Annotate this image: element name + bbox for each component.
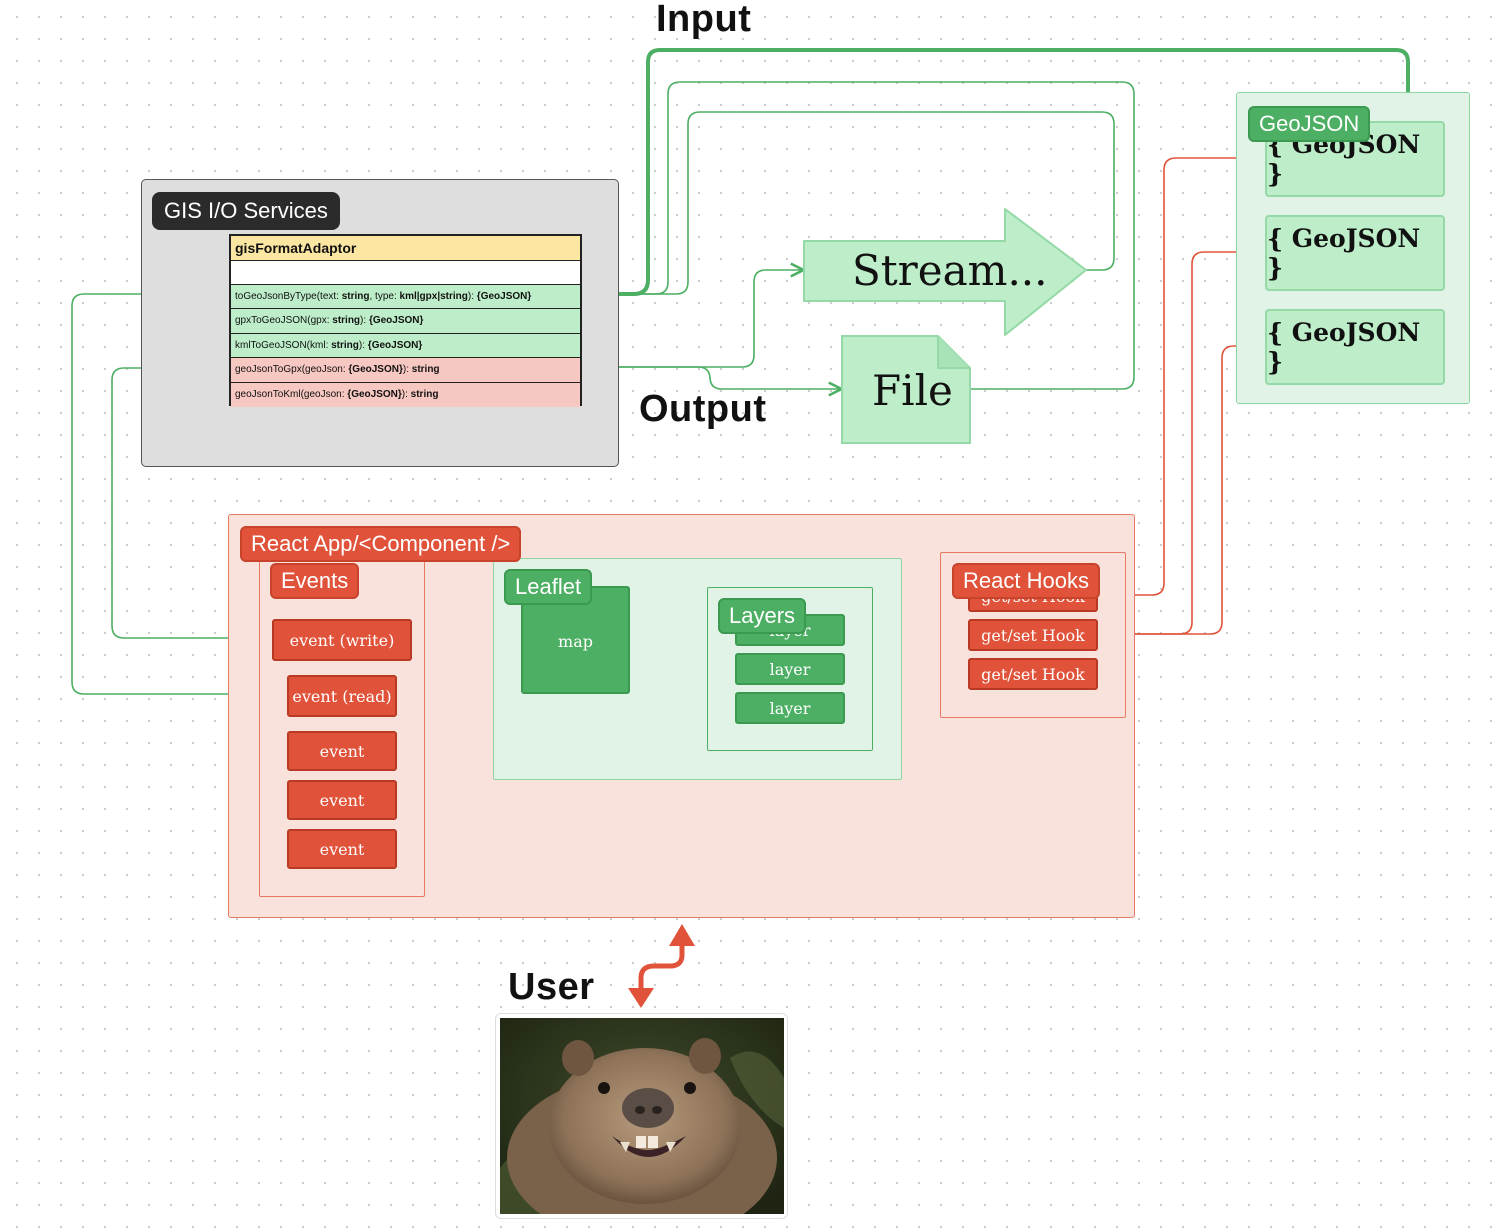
event-item[interactable]: event — [287, 780, 397, 820]
output-line-file — [580, 366, 840, 389]
hooks-group — [940, 552, 1126, 718]
method-text: , type: — [369, 291, 400, 302]
method-text: ): — [402, 364, 412, 376]
geojson-item-2: { GeoJSON } — [1265, 215, 1445, 291]
method-type: {GeoJSON} — [348, 364, 403, 376]
gis-format-adaptor: gisFormatAdaptor toGeoJsonByType(text: s… — [229, 234, 582, 407]
event-item[interactable]: event — [287, 731, 397, 771]
user-arrow-head-up — [669, 924, 695, 946]
method-text: toGeoJsonByType(text: — [235, 291, 342, 302]
user-arrow-head-down — [628, 988, 654, 1008]
method-text: kmlToGeoJSON(kml: — [235, 339, 332, 351]
stream-arrow-shape — [803, 208, 1087, 336]
method-text: geoJsonToKml(geoJson: — [235, 388, 348, 400]
event-write[interactable]: event (write) — [272, 619, 412, 661]
method-text: geoJsonToGpx(geoJson: — [235, 364, 349, 376]
layer-item[interactable]: layer — [735, 692, 845, 724]
file-label: File — [872, 366, 953, 415]
geojson-hook-line-1 — [1096, 157, 1264, 602]
adaptor-title: gisFormatAdaptor — [231, 236, 580, 260]
react-app-container: event (write) event (read) event event e… — [228, 514, 1135, 918]
events-title: Events — [270, 563, 360, 599]
event-read[interactable]: event (read) — [287, 675, 397, 717]
method-text: ): — [358, 339, 368, 351]
stream-label: Stream... — [852, 246, 1048, 295]
geojson-hook-line-3 — [1098, 345, 1264, 635]
event-read-line — [71, 294, 287, 695]
file-shape — [841, 335, 971, 444]
method-text: ): — [467, 291, 477, 302]
gis-services-container: GIS I/O Services gisFormatAdaptor toGeoJ… — [141, 179, 619, 467]
geojson-item-3: { GeoJSON } — [1265, 309, 1445, 385]
gis-services-title: GIS I/O Services — [152, 192, 340, 230]
input-line-file — [600, 81, 1135, 390]
adaptor-attributes — [231, 260, 580, 284]
hooks-title: React Hooks — [952, 563, 1100, 599]
method-type: {GeoJSON} — [368, 315, 424, 327]
hook-item[interactable]: get/set Hook — [968, 658, 1098, 690]
output-label: Output — [639, 388, 767, 430]
method-type: string — [410, 388, 439, 400]
adaptor-method-row: gpxToGeoJSON(gpx: string): {GeoJSON} — [231, 308, 580, 334]
layer-item[interactable]: layer — [735, 653, 845, 685]
wombat-image — [500, 1018, 784, 1228]
layers-title: Layers — [718, 598, 807, 634]
user-photo-frame — [495, 1013, 788, 1228]
output-line-stream — [580, 270, 802, 368]
user-double-arrow — [638, 940, 685, 992]
input-line-top — [576, 48, 1410, 310]
method-type: {GeoJSON} — [347, 388, 402, 400]
geojson-container: { GeoJSON } { GeoJSON } { GeoJSON } GeoJ… — [1236, 92, 1470, 404]
event-item[interactable]: event — [287, 829, 397, 869]
input-line-stream — [600, 111, 1115, 295]
method-text: ): — [360, 315, 369, 327]
adaptor-method-row: toGeoJsonByType(text: string, type: kml|… — [231, 284, 580, 309]
method-type: string — [332, 315, 361, 327]
method-text: gpxToGeoJSON(gpx: — [235, 315, 333, 327]
adaptor-method-row: geoJsonToKml(geoJson: {GeoJSON}): string — [231, 381, 580, 407]
method-type: {GeoJSON} — [476, 291, 532, 302]
react-app-title: React App/<Component /> — [240, 526, 522, 562]
method-text: ): — [401, 388, 411, 400]
method-type: {GeoJSON} — [367, 339, 423, 351]
geojson-title: GeoJSON — [1248, 106, 1371, 142]
adaptor-method-row: geoJsonToGpx(geoJson: {GeoJSON}): string — [231, 357, 580, 383]
method-type: string — [341, 291, 370, 302]
method-type: string — [331, 339, 359, 351]
hook-item[interactable]: get/set Hook — [968, 619, 1098, 651]
user-label: User — [508, 966, 595, 1008]
adaptor-method-row: kmlToGeoJSON(kml: string): {GeoJSON} — [231, 332, 580, 358]
leaflet-title: Leaflet — [504, 569, 593, 605]
event-write-line — [111, 368, 272, 639]
input-label: Input — [656, 0, 752, 40]
method-type: string — [411, 364, 440, 376]
layers-group — [707, 587, 873, 751]
method-type: kml|gpx|string — [399, 291, 468, 302]
